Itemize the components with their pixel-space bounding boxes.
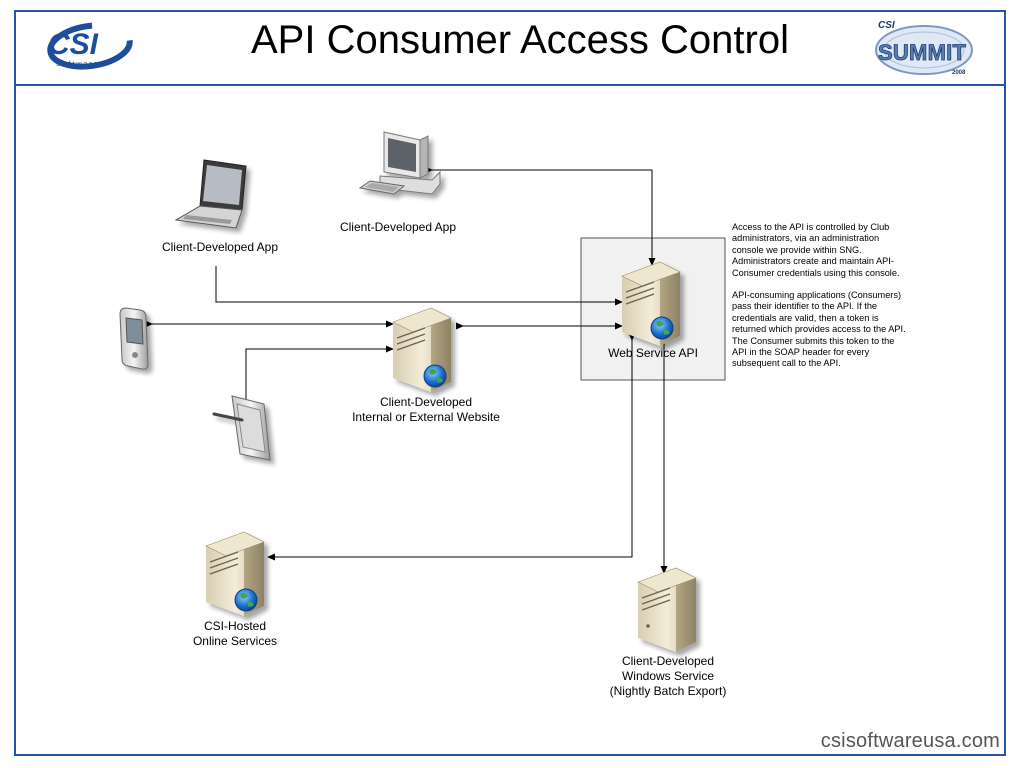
connector-desktop-to-api [425,166,656,266]
website-label-line2: Internal or External Website [352,410,500,424]
footer-url: csisoftwareusa.com [820,730,1000,752]
connector-api-to-hosted [267,333,636,561]
summit-year-text: 2008 [952,70,966,76]
windows-service-label: Client-Developed Windows Service (Nightl… [592,654,744,699]
laptop-app-label: Client-Developed App [161,240,279,254]
page-title: API Consumer Access Control [251,18,789,62]
hosted-label: CSI-Hosted Online Services [170,619,300,649]
windows-service-label-line3: (Nightly Batch Export) [609,684,727,698]
header-divider [14,84,1006,86]
summit-main-text: SUMMIT [878,40,967,65]
access-control-note: Access to the API is controlled by Club … [732,222,908,381]
hosted-server-icon [205,531,265,616]
summit-top-text: CSI [878,20,895,31]
note-paragraph-2: API-consuming applications (Consumers) p… [732,290,906,369]
website-label-line1: Client-Developed [379,395,473,409]
windows-service-label-line2: Windows Service [621,669,715,683]
desktop-app-label: Client-Developed App [339,220,457,234]
hosted-label-line2: Online Services [192,634,278,648]
pda-icon [119,307,149,370]
note-paragraph-1: Access to the API is controlled by Club … [732,222,900,278]
laptop-icon [174,159,247,229]
hosted-label-line1: CSI-Hosted [203,619,267,633]
windows-service-server-icon [637,567,697,652]
web-service-label: Web Service API [608,346,698,360]
csi-swoosh-logo: CSI Software [47,22,133,70]
web-service-server-icon [621,261,681,346]
csi-tagline: Software [56,61,100,68]
connector-laptop-to-api [215,266,623,306]
website-label: Client-Developed Internal or External We… [334,395,518,425]
summit-badge-logo: CSI SUMMIT 2008 [875,20,973,76]
csi-wordmark: CSI [48,28,99,61]
tablet-pen-icon [212,395,271,461]
windows-service-label-line1: Client-Developed [621,654,715,668]
website-server-icon [392,307,452,392]
desktop-computer-icon [358,131,441,195]
